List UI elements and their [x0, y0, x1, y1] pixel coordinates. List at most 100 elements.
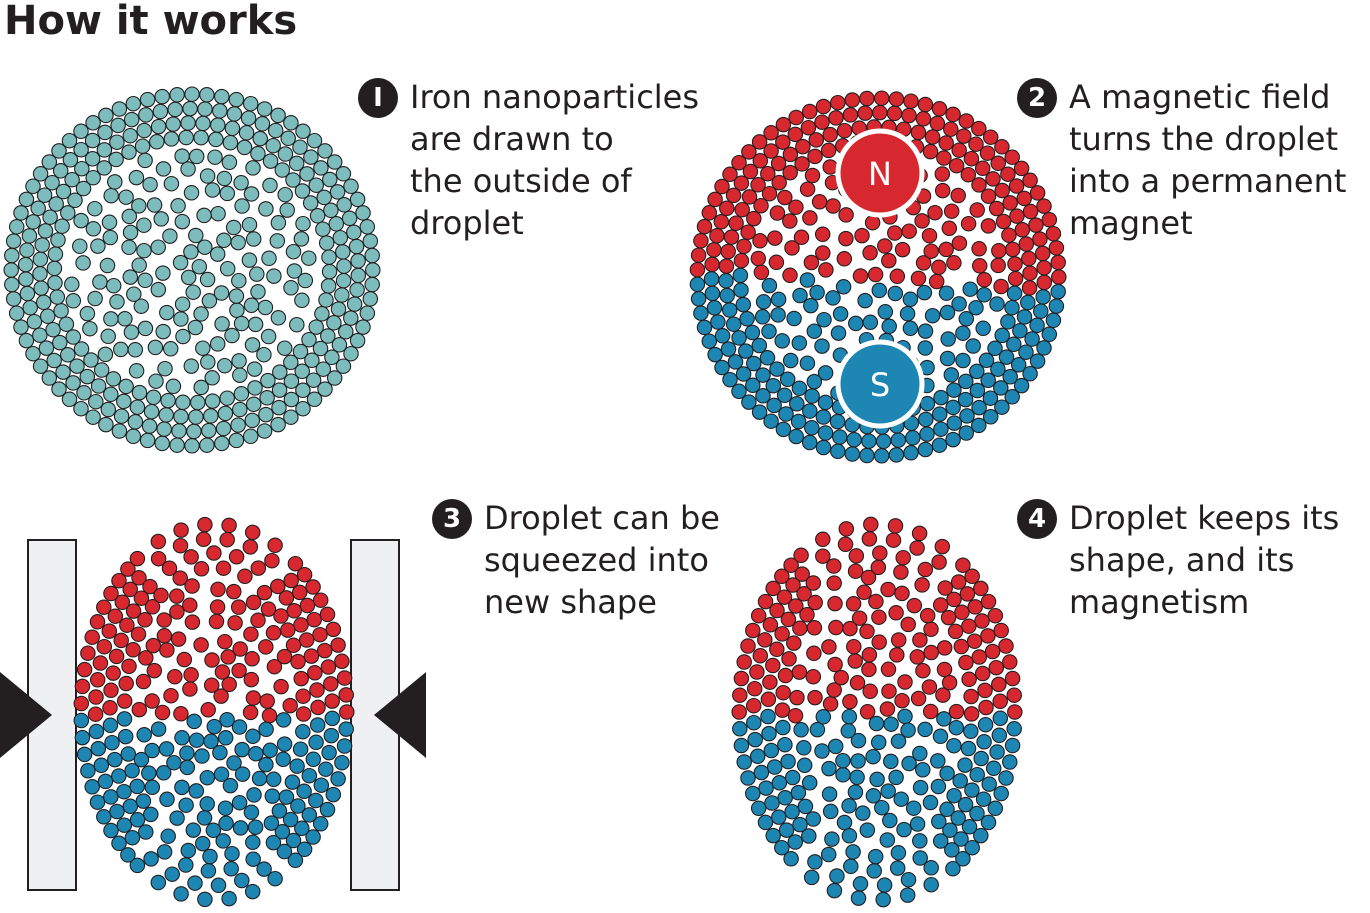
nanoparticle: [258, 201, 274, 217]
nanoparticle: [74, 160, 90, 177]
nanoparticle: [1036, 260, 1052, 276]
nanoparticle: [306, 391, 323, 408]
nanoparticle: [747, 731, 763, 748]
nanoparticle: [889, 647, 905, 663]
droplet-squeezed: [73, 516, 355, 908]
nanoparticle: [273, 608, 289, 624]
nanoparticle: [750, 800, 767, 817]
nanoparticle: [945, 431, 961, 448]
nanoparticle: [282, 811, 299, 828]
nanoparticle: [975, 791, 992, 807]
nanoparticle: [258, 639, 274, 655]
nanoparticle: [775, 134, 791, 150]
nanoparticle: [283, 572, 299, 589]
nanoparticle: [994, 139, 1010, 155]
nanoparticle: [963, 150, 980, 167]
nanoparticle: [46, 352, 62, 369]
nanoparticle: [294, 820, 310, 837]
nanoparticle: [948, 157, 965, 174]
nanoparticle: [220, 649, 236, 665]
nanoparticle: [283, 391, 300, 408]
nanoparticle: [847, 563, 864, 579]
nanoparticle: [917, 721, 933, 738]
nanoparticle: [877, 304, 894, 320]
nanoparticle: [242, 95, 259, 112]
nanoparticle: [312, 816, 329, 832]
nanoparticle: [912, 632, 928, 648]
nanoparticle: [216, 170, 233, 187]
nanoparticle: [974, 160, 991, 177]
nanoparticle: [822, 696, 839, 712]
nanoparticle: [343, 310, 359, 326]
nanoparticle: [703, 271, 720, 287]
nanoparticle: [228, 288, 245, 304]
nanoparticle: [121, 208, 138, 225]
nanoparticle: [934, 538, 951, 555]
nanoparticle: [174, 148, 190, 164]
nanoparticle: [931, 101, 948, 117]
nanoparticle: [13, 319, 29, 335]
nanoparticle: [905, 800, 922, 816]
nanoparticle: [770, 291, 787, 308]
nanoparticle: [193, 379, 209, 396]
nanoparticle: [867, 848, 884, 865]
nanoparticle: [725, 316, 742, 332]
nanoparticle: [213, 688, 229, 704]
nanoparticle: [987, 800, 1004, 817]
nanoparticle: [261, 707, 278, 724]
step-number-badge: 3: [432, 499, 472, 539]
nanoparticle: [156, 612, 172, 628]
nanoparticle: [799, 606, 815, 623]
nanoparticle: [274, 162, 291, 178]
nanoparticle: [789, 396, 805, 412]
nanoparticle: [262, 742, 278, 759]
nanoparticle: [336, 738, 353, 754]
nanoparticle: [217, 800, 234, 816]
nanoparticle: [740, 224, 756, 240]
nanoparticle: [718, 258, 735, 274]
nanoparticle: [991, 727, 1008, 744]
nanoparticle: [859, 90, 875, 107]
nanoparticle: [706, 242, 722, 258]
nanoparticle: [943, 203, 960, 219]
nanoparticle: [53, 303, 69, 319]
nanoparticle: [947, 623, 964, 640]
nanoparticle: [751, 337, 768, 354]
nanoparticle: [349, 332, 366, 349]
nanoparticle: [862, 245, 878, 261]
nanoparticle: [765, 580, 781, 597]
nanoparticle: [958, 425, 975, 441]
nanoparticle: [160, 392, 176, 409]
nanoparticle: [158, 741, 175, 757]
nanoparticle: [941, 220, 958, 237]
nanoparticle: [965, 338, 981, 354]
nanoparticle: [786, 310, 802, 327]
nanoparticle: [894, 241, 911, 258]
nanoparticle: [111, 835, 127, 852]
nanoparticle: [803, 297, 819, 314]
nanoparticle: [829, 413, 846, 430]
nanoparticle: [761, 725, 777, 742]
nanoparticle: [231, 272, 247, 289]
nanoparticle: [1013, 377, 1030, 394]
nanoparticle: [270, 215, 287, 231]
nanoparticle: [1002, 754, 1018, 770]
nanoparticle: [843, 858, 859, 875]
nanoparticle: [861, 661, 877, 678]
nanoparticle: [882, 812, 898, 829]
nanoparticle: [1035, 289, 1051, 305]
nanoparticle: [286, 263, 303, 279]
nanoparticle: [302, 195, 319, 211]
nanoparticle: [989, 296, 1005, 312]
nanoparticle: [963, 688, 979, 705]
nanoparticle: [89, 672, 106, 688]
nanoparticle: [142, 176, 158, 193]
nanoparticle: [73, 123, 89, 140]
nanoparticle: [123, 324, 140, 340]
caption-line: turns the droplet: [1069, 120, 1339, 158]
nanoparticle: [988, 659, 1005, 676]
nanoparticle: [801, 434, 818, 451]
nanoparticle: [102, 229, 119, 246]
nanoparticle: [116, 693, 133, 709]
nanoparticle: [905, 430, 921, 446]
